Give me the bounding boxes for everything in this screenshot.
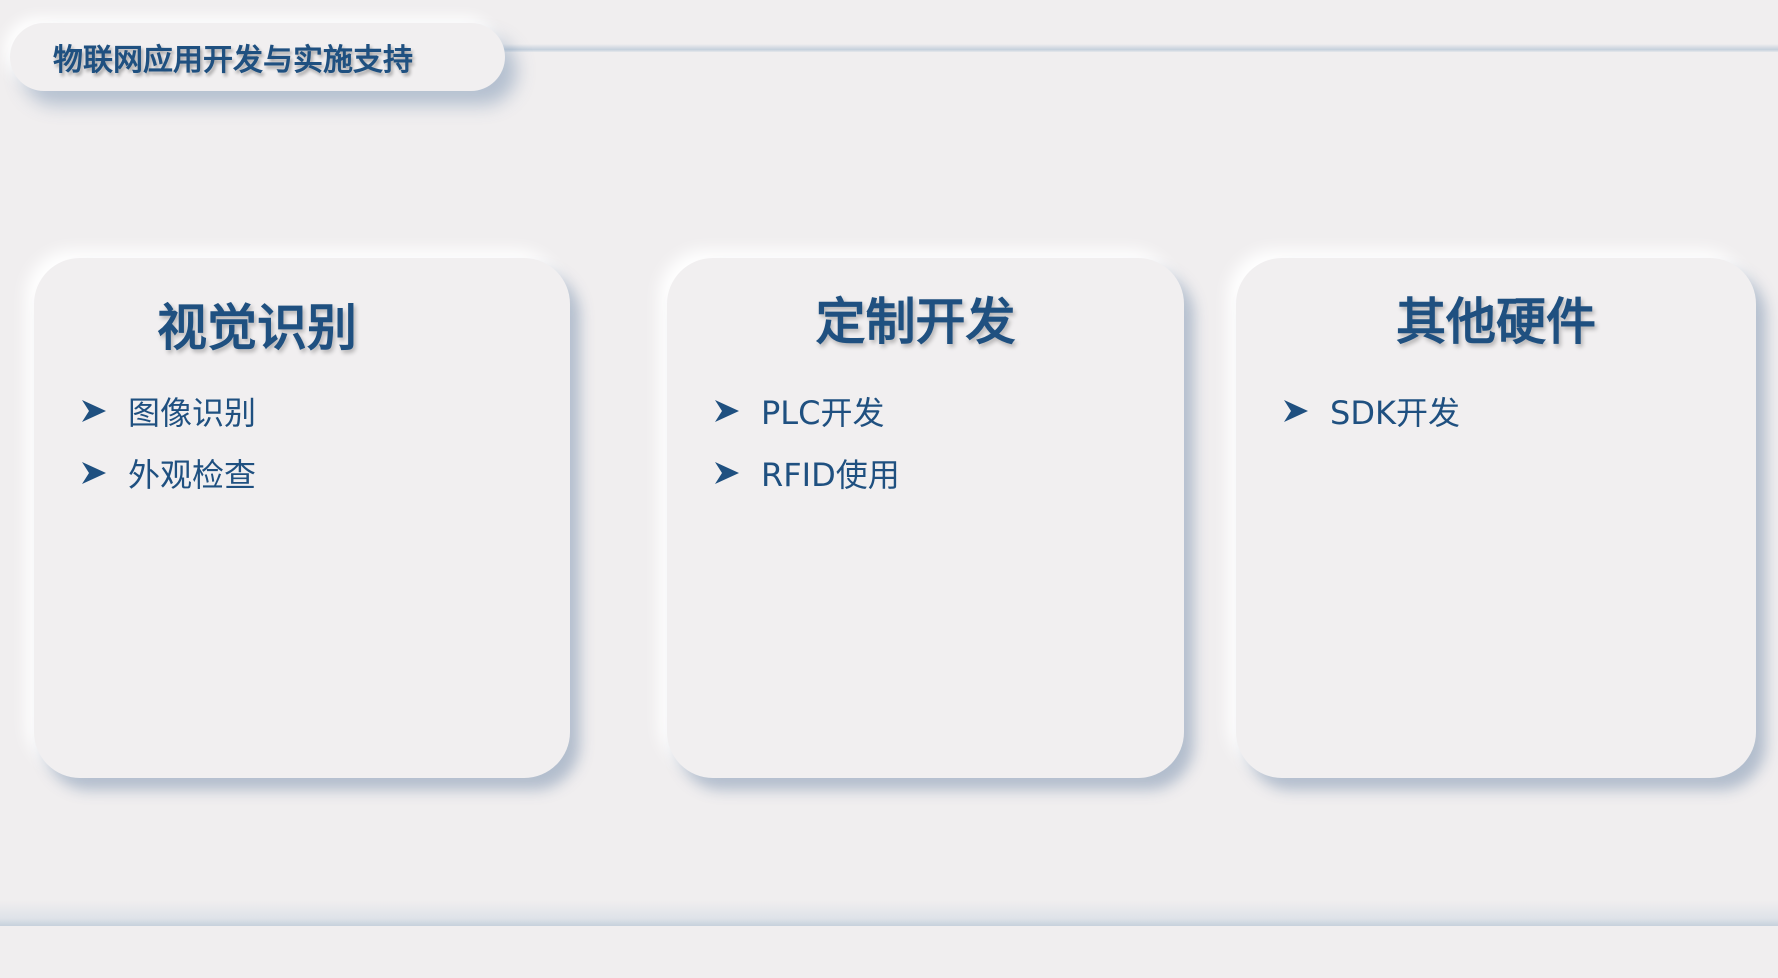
arrowhead-bullet-icon: [82, 462, 106, 484]
header-divider: [480, 44, 1778, 52]
list-item: SDK开发: [1282, 380, 1460, 442]
card-title: 其他硬件: [1396, 293, 1596, 351]
card-other-hardware: 其他硬件 SDK开发: [1236, 258, 1756, 778]
page-title: 物联网应用开发与实施支持: [53, 43, 413, 78]
card-title: 定制开发: [815, 293, 1016, 351]
list-item-label: 外观检查: [128, 456, 257, 494]
list-item: PLC开发: [713, 380, 900, 442]
arrowhead-bullet-icon: [82, 400, 106, 422]
footer-divider: [0, 900, 1778, 926]
list-item-label: SDK开发: [1330, 394, 1460, 432]
list-item: 外观检查: [80, 442, 256, 504]
list-item-label: RFID使用: [761, 456, 900, 494]
arrowhead-bullet-icon: [1284, 400, 1308, 422]
card-visual-recognition: 视觉识别 图像识别 外观检查: [34, 258, 570, 778]
list-item: 图像识别: [80, 380, 256, 442]
arrowhead-bullet-icon: [715, 400, 739, 422]
card-custom-development: 定制开发 PLC开发 RFID使用: [667, 258, 1184, 778]
list-item-label: 图像识别: [128, 394, 257, 432]
list-item-label: PLC开发: [761, 394, 885, 432]
list-item: RFID使用: [713, 442, 900, 504]
arrowhead-bullet-icon: [715, 462, 739, 484]
card-title: 视觉识别: [157, 299, 357, 357]
header-title-pill: 物联网应用开发与实施支持: [10, 23, 505, 91]
